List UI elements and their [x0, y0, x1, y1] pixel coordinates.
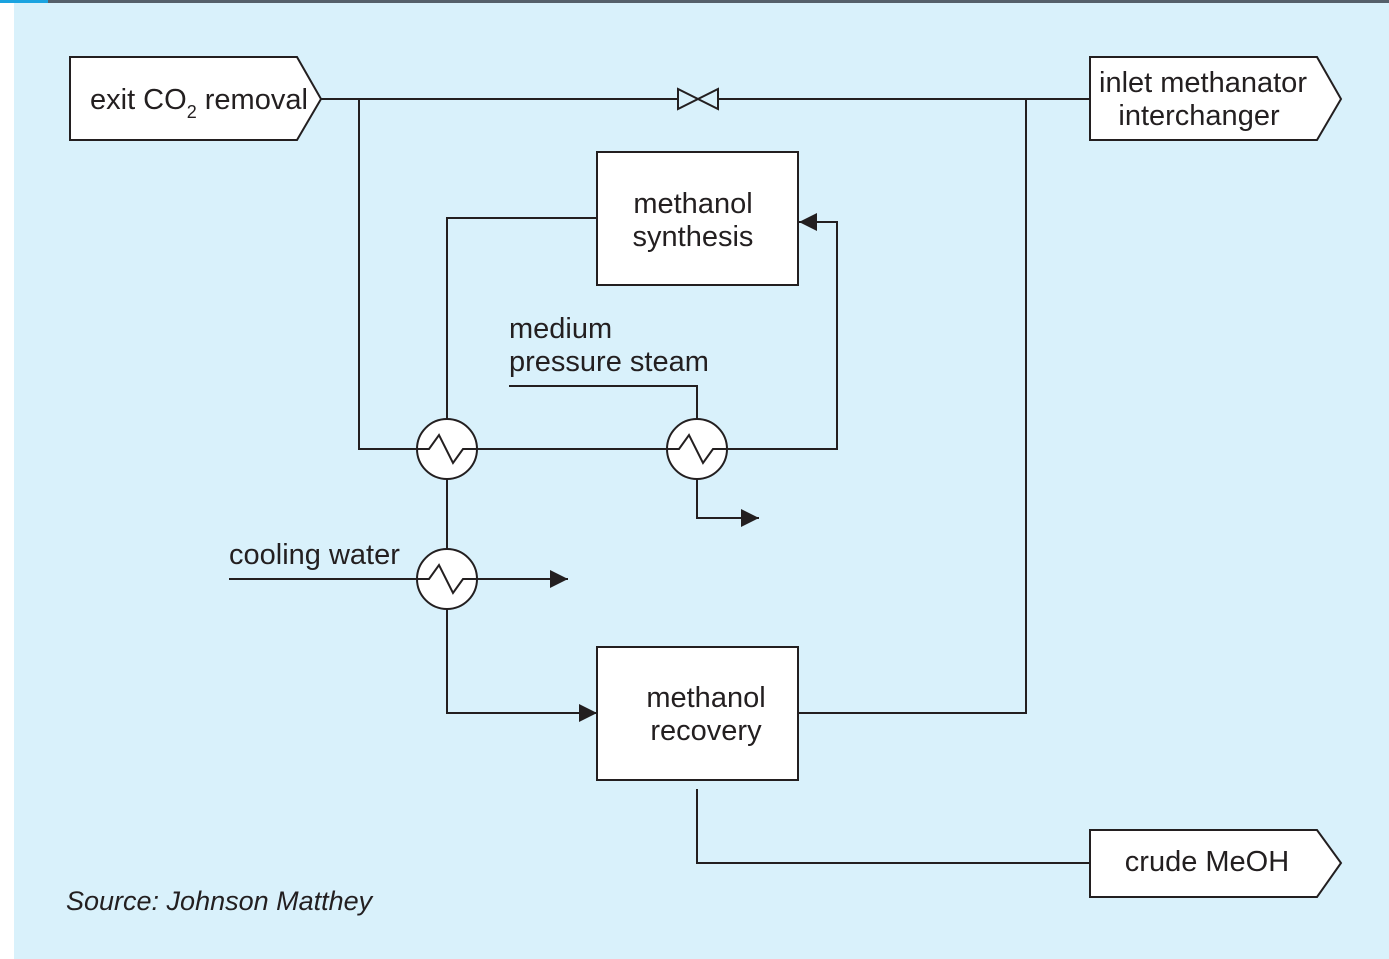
steam-in-line: [509, 385, 698, 419]
methanol-synthesis-box: methanol synthesis: [596, 151, 799, 286]
terminal-exit-co2-label: exit CO2 removal: [90, 84, 308, 122]
terminal-inlet-methanator: inlet methanator interchanger: [1089, 56, 1343, 141]
heat-exchanger-icon: [666, 418, 728, 480]
exchanger-to-synthesis-line: [446, 217, 597, 419]
steam-label-line2: pressure steam: [509, 346, 709, 378]
terminal-inlet-line1: inlet methanator: [1099, 67, 1307, 99]
top-bar: [0, 0, 1389, 3]
recovery-gas-return-line: [799, 99, 1027, 714]
methanol-recovery-line2: recovery: [650, 715, 762, 747]
heat-exchanger-icon: [416, 418, 478, 480]
methanol-synthesis-line2: synthesis: [633, 221, 754, 253]
crude-meoh-line: [696, 789, 1090, 864]
steam-out-line: [696, 479, 759, 527]
methanol-recovery-line1: methanol: [646, 682, 765, 714]
methanol-recovery-box: methanol recovery: [596, 646, 799, 781]
terminal-crude-meoh: crude MeOH: [1089, 829, 1343, 898]
top-accent: [0, 0, 48, 3]
valve-icon: [677, 87, 719, 111]
cooling-water-label: cooling water: [229, 539, 400, 571]
methanol-synthesis-line1: methanol: [633, 188, 752, 220]
steam-heater-to-synthesis-line: [728, 213, 838, 450]
terminal-exit-co2-removal: exit CO2 removal: [69, 56, 323, 141]
terminal-inlet-line2: interchanger: [1118, 100, 1280, 132]
flow-lines: [229, 98, 1090, 864]
feed-to-exchanger-line: [358, 99, 417, 450]
terminal-crude-meoh-label: crude MeOH: [1125, 846, 1289, 878]
source-caption: Source: Johnson Matthey: [66, 886, 373, 916]
heat-exchanger-icon: [416, 548, 478, 610]
steam-label-line1: medium: [509, 313, 612, 345]
cooler-to-recovery-line: [446, 609, 597, 722]
